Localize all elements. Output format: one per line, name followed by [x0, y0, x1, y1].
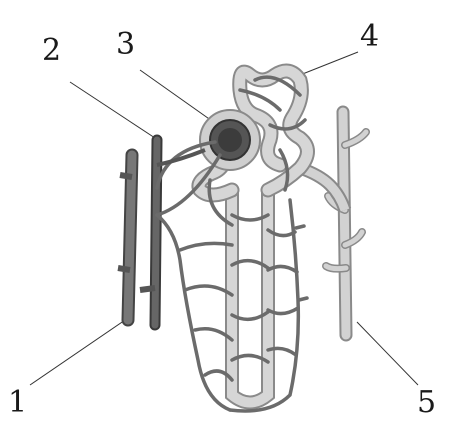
renal-vessels	[118, 140, 157, 325]
leader-line-2	[70, 82, 155, 138]
leader-line-5	[357, 322, 418, 385]
leader-line-1	[30, 318, 128, 385]
label-4: 4	[360, 22, 379, 52]
label-2: 2	[42, 36, 61, 66]
loop-of-henle	[232, 190, 268, 403]
label-5: 5	[417, 388, 436, 418]
label-1: 1	[8, 388, 27, 418]
glomerulus	[200, 110, 260, 170]
collecting-duct	[326, 112, 366, 335]
leader-line-4	[300, 52, 358, 75]
label-3: 3	[116, 30, 135, 60]
